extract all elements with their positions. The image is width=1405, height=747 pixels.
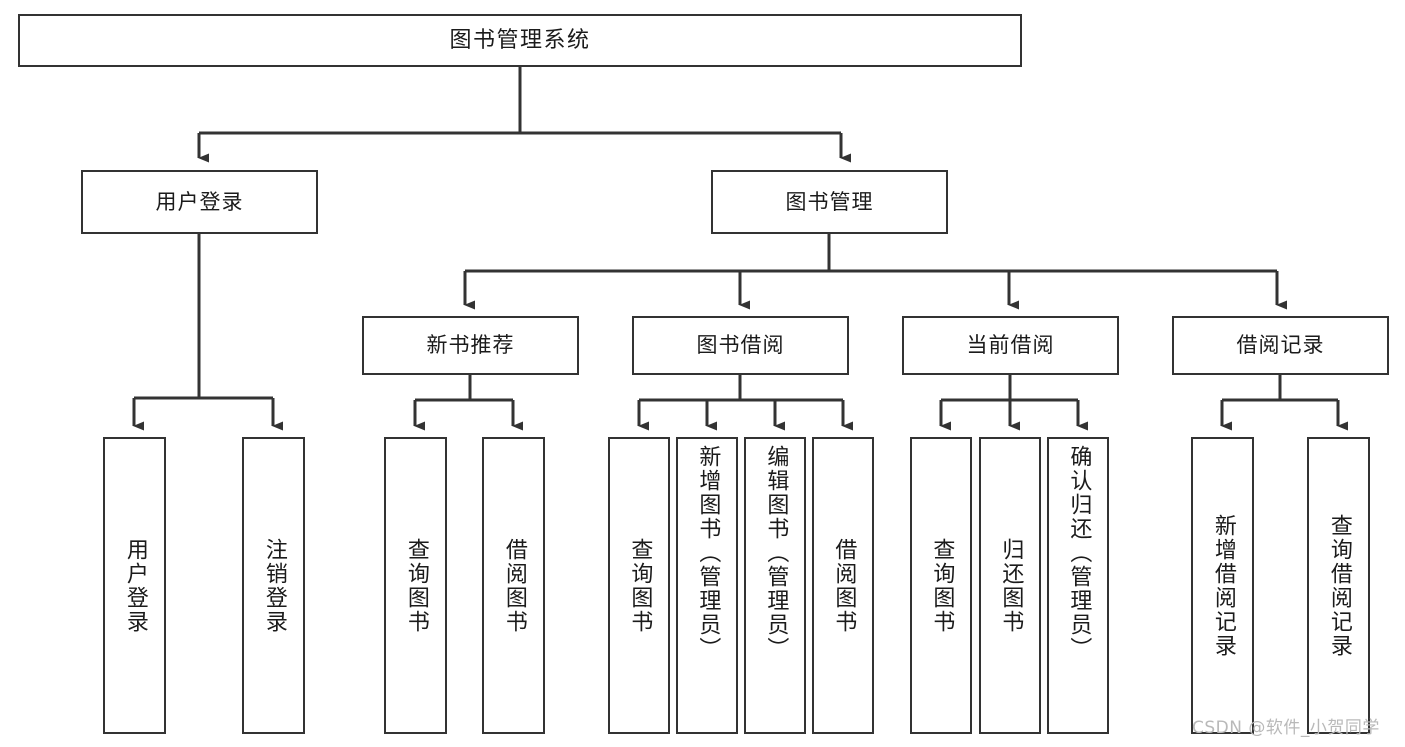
node-book-borrow[interactable]: 图书借阅 [632,316,849,375]
node-label: 确认归还（管理员） [1066,445,1092,661]
leaf-add-borrow-record[interactable]: 新增借阅记录 [1191,437,1254,734]
node-label: 查询图书 [929,537,955,634]
node-label: 借阅图书 [501,537,527,634]
node-label: 用户登录 [155,189,244,214]
leaf-query-book-recommend[interactable]: 查询图书 [384,437,447,734]
leaf-confirm-return-admin[interactable]: 确认归还（管理员） [1047,437,1109,734]
node-label: 注销登录 [261,537,287,634]
leaf-query-borrow-record[interactable]: 查询借阅记录 [1307,437,1370,734]
node-label: 查询图书 [403,537,429,634]
node-label: 用户登录 [122,537,148,634]
leaf-return-book[interactable]: 归还图书 [979,437,1041,734]
node-borrow-record[interactable]: 借阅记录 [1172,316,1389,375]
node-label: 编辑图书（管理员） [763,445,789,661]
node-label: 图书借阅 [696,333,785,358]
node-label: 新书推荐 [426,333,515,358]
leaf-query-book-current[interactable]: 查询图书 [910,437,972,734]
node-label: 归还图书 [998,537,1024,634]
leaf-borrow-book-recommend[interactable]: 借阅图书 [482,437,545,734]
node-label: 查询借阅记录 [1326,513,1352,658]
node-label: 借阅图书 [831,537,857,634]
node-label: 当前借阅 [966,333,1055,358]
node-label: 查询图书 [627,537,653,634]
node-label: 图书管理 [785,189,874,214]
leaf-edit-book-admin[interactable]: 编辑图书（管理员） [744,437,806,734]
csdn-watermark: CSDN @软件_小贺同学 [1192,718,1380,738]
node-book-manage[interactable]: 图书管理 [711,170,948,234]
node-label: 借阅记录 [1236,333,1325,358]
leaf-query-book-borrow[interactable]: 查询图书 [608,437,670,734]
node-label: 图书管理系统 [449,27,591,53]
node-new-book-recommend[interactable]: 新书推荐 [362,316,579,375]
node-current-borrow[interactable]: 当前借阅 [902,316,1119,375]
leaf-user-login[interactable]: 用户登录 [103,437,166,734]
leaf-logout[interactable]: 注销登录 [242,437,305,734]
leaf-add-book-admin[interactable]: 新增图书（管理员） [676,437,738,734]
leaf-borrow-book-borrow[interactable]: 借阅图书 [812,437,874,734]
node-label: 新增图书（管理员） [695,445,721,661]
node-user-login[interactable]: 用户登录 [81,170,318,234]
node-label: 新增借阅记录 [1210,513,1236,658]
node-root-system[interactable]: 图书管理系统 [18,14,1022,67]
